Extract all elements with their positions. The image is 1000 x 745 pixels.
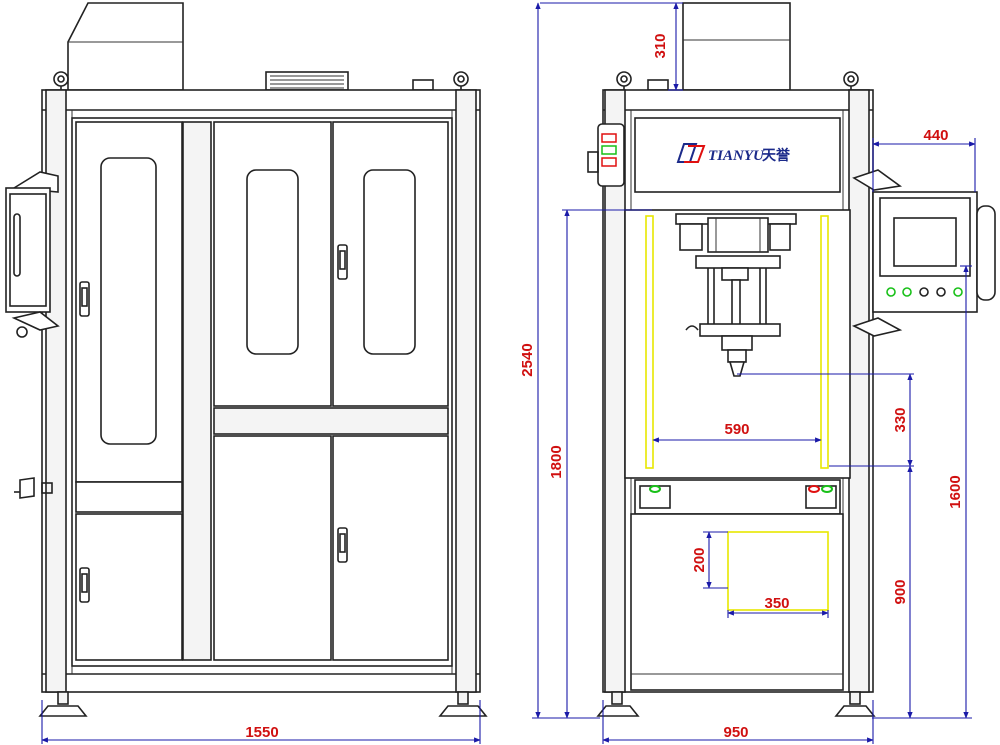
side-door-left-lower <box>75 513 183 661</box>
side-door-lower-right <box>332 435 449 661</box>
side-post-right <box>455 89 477 693</box>
door-handle-icon <box>79 281 90 317</box>
dim-panel-offset: 440 <box>923 127 948 144</box>
foot-icon <box>596 691 640 717</box>
side-top-unit <box>67 2 184 91</box>
side-top-box <box>412 79 434 91</box>
drawer <box>727 531 829 611</box>
work-area-left-guide <box>645 215 654 469</box>
front-view: TIANYU 天誉 <box>519 2 996 744</box>
front-top-unit <box>682 2 791 91</box>
work-area-right-guide <box>820 215 829 469</box>
dim-top-unit-height: 310 <box>652 33 669 58</box>
lifting-eye-icon <box>616 71 632 92</box>
touch-screen-icon <box>851 169 996 337</box>
side-window-left <box>100 157 157 445</box>
dim-drawer-width: 350 <box>764 595 789 612</box>
dim-table-height: 900 <box>892 579 909 604</box>
foot-icon <box>438 691 488 717</box>
press-mechanism <box>675 213 797 377</box>
dim-opening-height: 1800 <box>548 445 565 478</box>
side-door-left-upper <box>75 121 183 483</box>
lifting-eye-icon <box>53 71 69 92</box>
start-button-left <box>639 485 671 509</box>
foot-icon <box>38 691 88 717</box>
front-lower-cabinet <box>630 513 844 691</box>
door-handle-icon <box>337 244 348 280</box>
side-control-box <box>5 171 60 338</box>
side-window-mid <box>246 169 299 355</box>
side-window-right <box>363 169 416 355</box>
door-handle-icon <box>79 567 90 603</box>
dim-panel-height: 1600 <box>947 475 964 508</box>
start-button-right <box>805 485 837 509</box>
foot-icon <box>834 691 876 717</box>
door-handle-icon <box>337 527 348 563</box>
side-door-lower-mid <box>213 435 332 661</box>
dim-drawer-height: 200 <box>691 547 708 572</box>
dim-side-width: 1550 <box>245 724 278 741</box>
side-door-upper-right <box>332 121 449 407</box>
brand-name: TIANYU <box>708 148 765 164</box>
brand-name-cn: 天誉 <box>762 147 791 164</box>
tower-light-icon <box>587 123 625 187</box>
side-lamp <box>14 477 53 499</box>
dim-front-width: 950 <box>723 724 748 741</box>
lifting-eye-icon <box>843 71 859 92</box>
dim-tool-clearance: 330 <box>892 407 909 432</box>
front-header <box>634 117 841 193</box>
lifting-eye-icon <box>453 71 469 92</box>
logo-icon <box>676 143 706 163</box>
dim-total-height: 2540 <box>519 343 536 376</box>
dim-inner-width: 590 <box>724 421 749 438</box>
side-view: 1550 <box>5 2 488 744</box>
side-top-fan <box>265 71 349 91</box>
side-door-upper-mid <box>213 121 332 407</box>
side-post-left <box>45 89 67 693</box>
